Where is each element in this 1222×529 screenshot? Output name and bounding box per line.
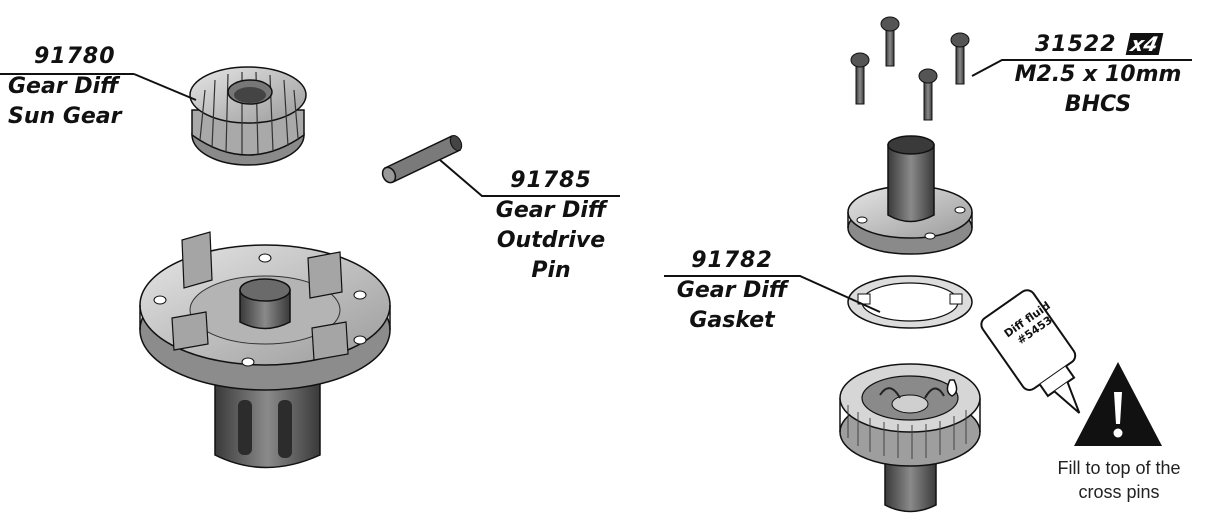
- outdrive-pin-part: [381, 134, 463, 184]
- warning-note: Fill to top of the cross pins: [1024, 456, 1214, 504]
- sun-gear-label: 91780 Gear Diff Sun Gear: [8, 42, 122, 132]
- screws-part-number: 31522: [1034, 32, 1117, 57]
- warning-icon: [1074, 362, 1162, 446]
- outdrive-pin-label: 91785 Gear Diff Outdrive Pin: [482, 166, 620, 286]
- gasket-name-line1: Gear Diff: [676, 278, 788, 303]
- outdrive-pin-part-number: 91785: [510, 168, 592, 193]
- outdrive-pin-name-line2: Outdrive: [496, 228, 606, 253]
- sun-gear-name-line2: Sun Gear: [8, 104, 122, 129]
- screws-part-row: 31522 x4: [1000, 30, 1196, 60]
- screws-part: [850, 16, 970, 121]
- screws-name-line1: M2.5 x 10mm: [1014, 62, 1182, 87]
- diff-fluid-bottle: [946, 289, 1081, 414]
- upper-cap-part: [847, 135, 973, 255]
- sun-gear-leader: [0, 73, 134, 75]
- diff-housing-part: [139, 231, 391, 469]
- screws-label: 31522 x4 M2.5 x 10mm BHCS: [1000, 30, 1196, 120]
- gasket-part: [847, 275, 973, 329]
- gasket-name-line2: Gasket: [689, 308, 775, 333]
- ring-gear-part: [839, 363, 981, 513]
- outdrive-pin-name-line3: Pin: [531, 258, 571, 283]
- warning-line1: Fill to top of the: [1057, 458, 1181, 478]
- gasket-label: 91782 Gear Diff Gasket: [664, 246, 800, 336]
- sun-gear-name-line1: Gear Diff: [8, 74, 119, 99]
- warning-line2: cross pins: [1078, 482, 1160, 502]
- screws-name-line2: BHCS: [1064, 92, 1132, 117]
- gasket-part-number: 91782: [691, 248, 773, 273]
- screws-quantity: x4: [1125, 32, 1164, 56]
- outdrive-pin-name-line1: Gear Diff: [495, 198, 607, 223]
- sun-gear-part: [189, 66, 307, 166]
- sun-gear-part-number: 91780: [34, 44, 116, 69]
